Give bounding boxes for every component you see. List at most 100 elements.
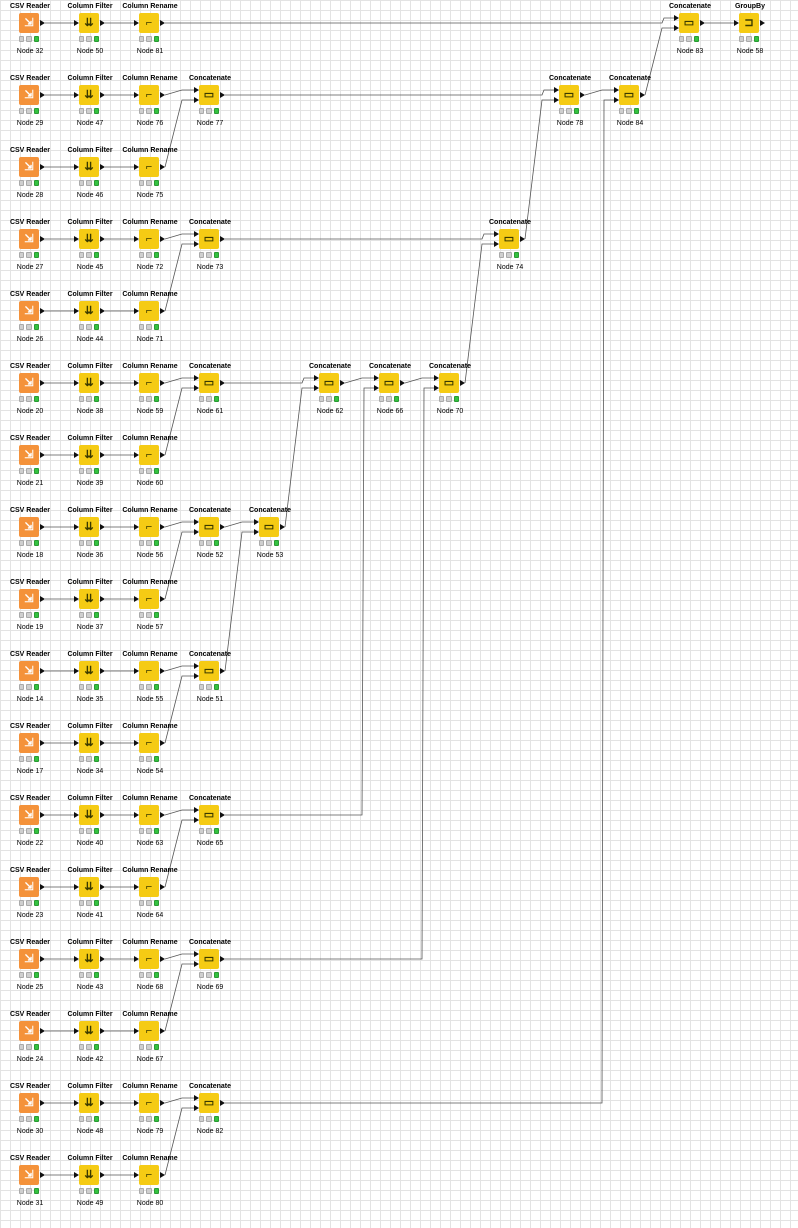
input-port[interactable] — [74, 452, 79, 458]
node-27[interactable]: CSV Reader⇲Node 27 — [2, 218, 58, 274]
node-63[interactable]: Column Rename⌐Node 63 — [122, 794, 178, 850]
column-rename-icon[interactable]: ⌐ — [139, 661, 159, 681]
output-port[interactable] — [160, 1100, 165, 1106]
node-17[interactable]: CSV Reader⇲Node 17 — [2, 722, 58, 778]
concatenate-icon[interactable]: ▭ — [199, 85, 219, 105]
concatenate-icon[interactable]: ▭ — [439, 373, 459, 393]
input-port[interactable] — [74, 92, 79, 98]
csv-reader-icon[interactable]: ⇲ — [19, 13, 39, 33]
output-port[interactable] — [760, 20, 765, 26]
column-rename-icon[interactable]: ⌐ — [139, 877, 159, 897]
column-filter-icon[interactable]: ⇊ — [79, 229, 99, 249]
input-port[interactable] — [134, 236, 139, 242]
input-port[interactable] — [74, 308, 79, 314]
node-21[interactable]: CSV Reader⇲Node 21 — [2, 434, 58, 490]
csv-reader-icon[interactable]: ⇲ — [19, 85, 39, 105]
column-filter-icon[interactable]: ⇊ — [79, 445, 99, 465]
node-23[interactable]: CSV Reader⇲Node 23 — [2, 866, 58, 922]
csv-reader-icon[interactable]: ⇲ — [19, 1021, 39, 1041]
node-31[interactable]: CSV Reader⇲Node 31 — [2, 1154, 58, 1210]
groupby-icon[interactable]: ⊐ — [739, 13, 759, 33]
input-port[interactable] — [134, 884, 139, 890]
node-29[interactable]: CSV Reader⇲Node 29 — [2, 74, 58, 130]
node-28[interactable]: CSV Reader⇲Node 28 — [2, 146, 58, 202]
node-47[interactable]: Column Filter⇊Node 47 — [62, 74, 118, 130]
node-61[interactable]: Concatenate▭Node 61 — [182, 362, 238, 418]
output-port[interactable] — [220, 812, 225, 818]
output-port[interactable] — [40, 164, 45, 170]
input-port-2[interactable] — [194, 529, 199, 535]
concatenate-icon[interactable]: ▭ — [199, 1093, 219, 1113]
node-71[interactable]: Column Rename⌐Node 71 — [122, 290, 178, 346]
output-port[interactable] — [40, 1100, 45, 1106]
input-port[interactable] — [134, 1100, 139, 1106]
node-18[interactable]: CSV Reader⇲Node 18 — [2, 506, 58, 562]
concatenate-icon[interactable]: ▭ — [199, 373, 219, 393]
node-74[interactable]: Concatenate▭Node 74 — [482, 218, 538, 274]
column-filter-icon[interactable]: ⇊ — [79, 373, 99, 393]
node-59[interactable]: Column Rename⌐Node 59 — [122, 362, 178, 418]
node-46[interactable]: Column Filter⇊Node 46 — [62, 146, 118, 202]
concatenate-icon[interactable]: ▭ — [199, 805, 219, 825]
output-port[interactable] — [40, 236, 45, 242]
output-port[interactable] — [100, 740, 105, 746]
input-port[interactable] — [74, 1100, 79, 1106]
input-port-2[interactable] — [194, 673, 199, 679]
output-port[interactable] — [40, 380, 45, 386]
output-port[interactable] — [160, 884, 165, 890]
input-port-2[interactable] — [434, 385, 439, 391]
concatenate-icon[interactable]: ▭ — [499, 229, 519, 249]
column-filter-icon[interactable]: ⇊ — [79, 1021, 99, 1041]
input-port-2[interactable] — [194, 817, 199, 823]
column-filter-icon[interactable]: ⇊ — [79, 877, 99, 897]
output-port[interactable] — [40, 1028, 45, 1034]
input-port-1[interactable] — [554, 87, 559, 93]
output-port[interactable] — [100, 452, 105, 458]
node-80[interactable]: Column Rename⌐Node 80 — [122, 1154, 178, 1210]
column-rename-icon[interactable]: ⌐ — [139, 1165, 159, 1185]
input-port-1[interactable] — [194, 1095, 199, 1101]
input-port[interactable] — [74, 524, 79, 530]
csv-reader-icon[interactable]: ⇲ — [19, 301, 39, 321]
concatenate-icon[interactable]: ▭ — [199, 949, 219, 969]
column-filter-icon[interactable]: ⇊ — [79, 733, 99, 753]
csv-reader-icon[interactable]: ⇲ — [19, 949, 39, 969]
output-port[interactable] — [220, 956, 225, 962]
output-port[interactable] — [220, 668, 225, 674]
input-port[interactable] — [134, 740, 139, 746]
node-41[interactable]: Column Filter⇊Node 41 — [62, 866, 118, 922]
node-43[interactable]: Column Filter⇊Node 43 — [62, 938, 118, 994]
input-port-2[interactable] — [194, 1105, 199, 1111]
input-port[interactable] — [74, 1172, 79, 1178]
node-79[interactable]: Column Rename⌐Node 79 — [122, 1082, 178, 1138]
input-port-2[interactable] — [194, 97, 199, 103]
column-rename-icon[interactable]: ⌐ — [139, 373, 159, 393]
output-port[interactable] — [280, 524, 285, 530]
column-rename-icon[interactable]: ⌐ — [139, 85, 159, 105]
output-port[interactable] — [100, 812, 105, 818]
node-57[interactable]: Column Rename⌐Node 57 — [122, 578, 178, 634]
csv-reader-icon[interactable]: ⇲ — [19, 733, 39, 753]
input-port[interactable] — [134, 20, 139, 26]
output-port[interactable] — [580, 92, 585, 98]
output-port[interactable] — [40, 1172, 45, 1178]
output-port[interactable] — [40, 452, 45, 458]
input-port-2[interactable] — [194, 385, 199, 391]
column-filter-icon[interactable]: ⇊ — [79, 157, 99, 177]
input-port[interactable] — [74, 236, 79, 242]
output-port[interactable] — [160, 452, 165, 458]
output-port[interactable] — [40, 92, 45, 98]
column-rename-icon[interactable]: ⌐ — [139, 1093, 159, 1113]
node-19[interactable]: CSV Reader⇲Node 19 — [2, 578, 58, 634]
node-73[interactable]: Concatenate▭Node 73 — [182, 218, 238, 274]
output-port[interactable] — [40, 20, 45, 26]
node-36[interactable]: Column Filter⇊Node 36 — [62, 506, 118, 562]
column-rename-icon[interactable]: ⌐ — [139, 229, 159, 249]
output-port[interactable] — [100, 1028, 105, 1034]
output-port[interactable] — [640, 92, 645, 98]
node-20[interactable]: CSV Reader⇲Node 20 — [2, 362, 58, 418]
output-port[interactable] — [160, 956, 165, 962]
input-port[interactable] — [134, 596, 139, 602]
node-30[interactable]: CSV Reader⇲Node 30 — [2, 1082, 58, 1138]
